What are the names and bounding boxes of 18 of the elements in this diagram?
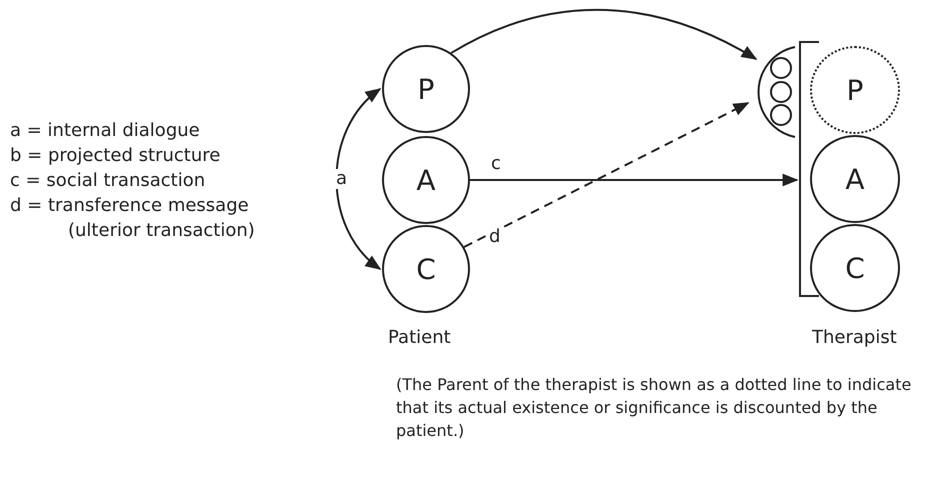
key-entry: c = social transaction [10,169,206,193]
edge-label: a [335,169,348,189]
arrow [470,174,799,186]
arrow [336,88,382,270]
caption: (The Parent of the therapist is shown as a dotted line to indicate that its actual existence or significance is discounted by the patient.) [396,374,912,442]
ego-state-circle: C [810,224,900,312]
arrow [450,8,758,60]
key-entry: b = projected structure [10,144,220,168]
dashed-arrow [464,102,750,248]
key-entry: a = internal dialogue [10,119,200,143]
ego-state-circle: P [382,45,470,133]
column-label: Patient [388,326,451,350]
column-label: Therapist [812,326,897,350]
ego-state-circle: A [810,135,900,223]
ego-state-circle: P [810,46,900,134]
key-entry: d = transference message (ulterior transaction) [10,194,256,243]
ego-state-circle: C [382,225,470,313]
ego-state-circle: A [382,136,470,224]
